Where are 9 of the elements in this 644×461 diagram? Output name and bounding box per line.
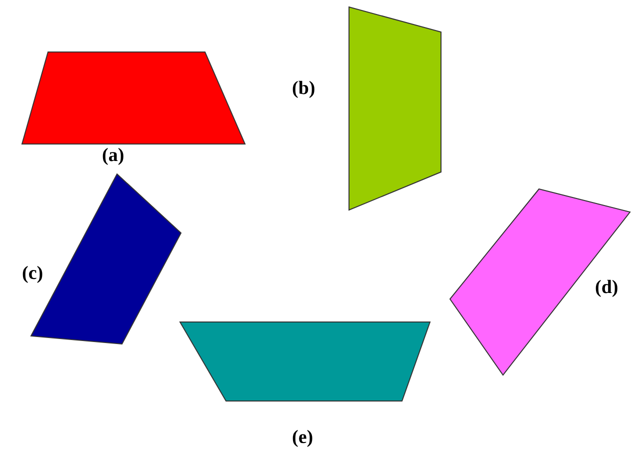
- figure-label: (c): [22, 264, 44, 283]
- figure-label: (d): [595, 278, 618, 297]
- trapezoid: [349, 7, 441, 210]
- figure-label: (e): [292, 428, 314, 447]
- trapezoid: [450, 189, 630, 375]
- trapezoid: [180, 322, 430, 401]
- figure-label: (b): [292, 79, 316, 98]
- figure-label: (a): [102, 146, 124, 165]
- trapezoid: [22, 52, 245, 144]
